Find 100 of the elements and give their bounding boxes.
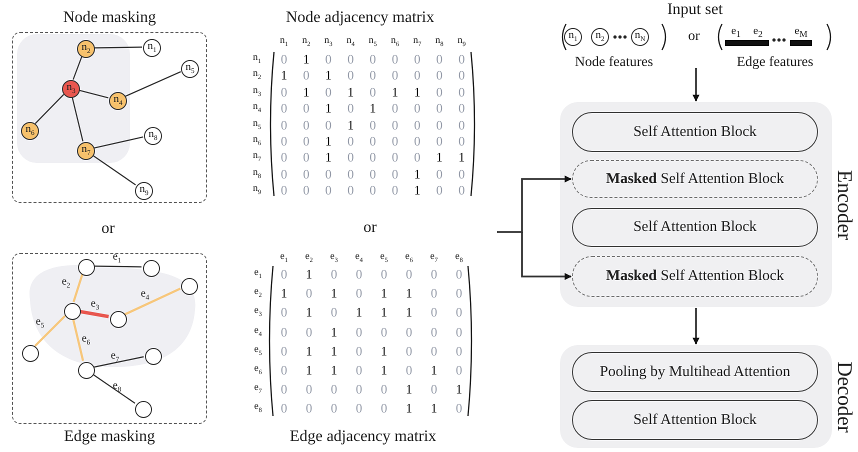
matrix-cell: 1 [302,52,310,66]
matrix-cell: 0 [330,402,338,415]
matrix-cell: 1 [325,102,332,115]
matrix-cell: 0 [347,134,354,148]
matrix-cell: 0 [280,325,288,338]
matrix-cell: 0 [430,286,438,300]
matrix-cell: 0 [380,402,388,415]
column-header: e$_{2}$ [305,252,313,264]
matrix-cell: 0 [370,85,376,98]
matrix-cell: 0 [414,150,420,164]
matrix-cell: 0 [414,52,420,66]
arrow [497,176,572,233]
matrix-cell: 0 [436,52,443,66]
matrix-cell: 0 [370,167,376,180]
graph-edge [79,310,109,318]
matrix-cell: 0 [436,118,443,132]
empty-node-circle [142,260,160,276]
column-header: e$_{6}$ [405,252,413,264]
matrix-cell: 1 [356,306,362,319]
matrix-cell: 0 [458,118,465,132]
panel-title: Encoder [834,170,855,240]
matrix-cell: 0 [325,52,332,66]
matrix-cell: 0 [347,52,354,66]
edge-label: e$_{5}$ [36,316,44,330]
edge-label: e$_{2}$ [62,276,70,290]
matrix-cell: 0 [356,268,362,280]
matrix-cell: 0 [458,167,465,180]
edge-label: e$_{8}$ [112,380,122,394]
graph-edge [93,356,144,368]
column-header: n$_{8}$ [435,36,444,48]
matrix-cell: 1 [406,402,412,415]
row-header: e$_{4}$ [254,325,262,338]
matrix-cell: 0 [436,102,443,115]
matrix-cell: 0 [356,402,362,415]
feature-label: e$_{2}$ [752,25,764,40]
graph-edge [72,274,84,302]
matrix-cell: 0 [456,364,462,376]
matrix-cell: 0 [306,402,312,415]
matrix-cell: 0 [456,268,462,280]
matrix-cell: 0 [347,68,354,82]
matrix-cell: 0 [436,85,443,98]
matrix-cell: 0 [302,150,310,164]
attention-block: Self Attention Block [572,208,818,247]
section-title: Input set [667,2,723,18]
node-circle: n$_{N}$ [631,28,649,46]
matrix-cell: 1 [330,364,338,376]
matrix-cell: 1 [330,286,338,300]
matrix-cell: 0 [347,102,354,115]
matrix-cell: 0 [436,68,443,82]
matrix-cell: 0 [347,167,354,180]
column-header: e$_{7}$ [430,252,438,264]
matrix-cell: 0 [280,306,288,319]
matrix-cell: 1 [347,85,354,98]
arrow [692,68,700,102]
matrix-cell: 0 [306,286,312,300]
graph-edge [72,56,82,80]
matrix-cell: 1 [302,85,310,98]
graph-edge [92,373,136,404]
matrix-cell: 0 [380,268,388,280]
matrix-cell: 0 [458,184,465,197]
matrix-cell: 0 [280,134,288,148]
matrix-cell: 1 [280,286,288,300]
row-header: e$_{5}$ [254,344,262,358]
matrix-cell: 0 [458,68,465,82]
row-header: e$_{6}$ [254,364,262,376]
matrix-cell: 1 [306,344,312,358]
matrix-cell: 0 [325,167,332,180]
matrix-cell: 0 [392,118,398,132]
matrix-cell: 1 [380,344,388,358]
matrix-cell: 0 [392,184,398,197]
edge-label: e$_{7}$ [110,350,120,364]
column-header: n$_{5}$ [368,36,377,48]
column-header: n$_{1}$ [280,36,288,48]
matrix-cell: 1 [347,118,354,132]
matrix-cell: 0 [406,344,412,358]
graph-edge [92,154,136,186]
caption: Edge features [736,56,814,70]
graph-edge [78,90,108,98]
matrix-cell: 0 [325,118,332,132]
row-header: e$_{1}$ [254,268,262,280]
graph-edge [72,96,84,142]
matrix-cell: 1 [406,382,412,396]
matrix-cell: 1 [370,102,376,115]
matrix-cell: 1 [306,306,312,319]
matrix-cell: 0 [302,118,310,132]
column-header: n$_{9}$ [457,36,466,48]
matrix-cell: 1 [280,68,288,82]
row-header: e$_{7}$ [254,382,262,396]
matrix-cell: 1 [430,402,438,415]
matrix-cell: 0 [330,268,338,280]
matrix-cell: 0 [436,134,443,148]
panel-title: Decoder [834,360,855,432]
graph-edge [93,266,142,268]
matrix-cell: 0 [280,150,288,164]
attention-block: Masked Self Attention Block [572,160,818,198]
panel-title: Edge masking [64,429,156,445]
column-header: e$_{5}$ [380,252,388,264]
arrow [521,232,572,280]
matrix-cell: 0 [302,134,310,148]
matrix-cell: 0 [280,382,288,396]
